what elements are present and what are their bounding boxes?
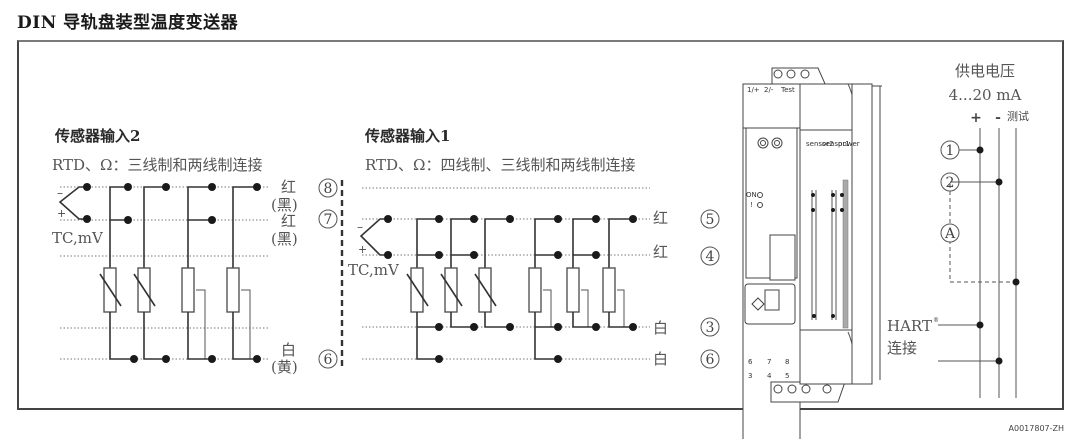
svg-text:6: 6 (706, 352, 715, 368)
hart-label: HART (887, 317, 932, 335)
terminal-label: 1/+ (747, 86, 760, 94)
rtd-2wire-sensor1 (474, 215, 514, 331)
terminal-3: 3 (700, 317, 720, 337)
ohm-3wire-sensor1 (566, 215, 600, 331)
sensor2-tc-label: TC,mV (52, 229, 104, 247)
svg-text:sensor2: sensor2 (806, 140, 834, 148)
svg-text:8: 8 (785, 358, 789, 366)
svg-text:8: 8 (324, 181, 333, 197)
wire-color-label: 白 (653, 319, 668, 337)
svg-text:4: 4 (706, 249, 715, 265)
minus-sign: - (995, 110, 1001, 126)
rtd-3wire-sensor1 (440, 215, 478, 331)
wire-color-label: 白 (281, 341, 296, 359)
plus-sign: + (970, 110, 982, 126)
svg-text:7: 7 (324, 212, 333, 228)
wire-color-label: 红 (281, 212, 296, 230)
sensor2-heading: 传感器输入2 (54, 127, 140, 145)
svg-text:4: 4 (767, 372, 772, 380)
ohm-2wire-sensor2 (226, 183, 261, 363)
svg-text:7: 7 (767, 358, 771, 366)
svg-text:5: 5 (785, 372, 789, 380)
test-label: 测试 (1007, 110, 1029, 123)
sensor1-subtitle: RTD、Ω：四线制、三线制和两线制连接 (365, 156, 636, 174)
terminal-6b: 6 (700, 349, 720, 369)
terminal-7: 7 (318, 209, 338, 229)
hart-sub-label: 连接 (887, 339, 917, 357)
terminal-1: 1 (940, 140, 960, 160)
wire-color-sub: (黄) (271, 358, 298, 376)
svg-text:6: 6 (324, 352, 333, 368)
svg-text:3: 3 (748, 372, 752, 380)
svg-text:5: 5 (706, 212, 715, 228)
svg-text:2: 2 (946, 175, 955, 191)
led-label: ON (746, 191, 757, 199)
svg-text:–: – (57, 186, 63, 200)
wire-color-label: 红 (281, 178, 296, 196)
sensor1-heading: 传感器输入1 (364, 127, 450, 145)
svg-text:+: + (57, 207, 66, 220)
document-id: A0017807-ZH (1008, 424, 1064, 433)
svg-text:–: – (357, 220, 363, 234)
page-title: DIN 导轨盘装型温度变送器 (17, 13, 239, 33)
wire-color-label: 红 (653, 243, 668, 261)
wire-color-label: 红 (653, 209, 668, 227)
svg-text:6: 6 (748, 358, 753, 366)
diagram-frame (17, 40, 1064, 410)
led-label: ! (750, 201, 753, 209)
svg-text:®: ® (933, 317, 939, 324)
rtd-3wire-sensor2 (99, 183, 138, 363)
wire-color-label: 白 (653, 350, 668, 368)
sensor2-subtitle: RTD、Ω：三线制和两线制连接 (52, 156, 263, 174)
svg-text:A: A (944, 226, 956, 242)
svg-text:1: 1 (946, 143, 955, 159)
svg-text:3: 3 (706, 320, 715, 336)
transmitter-device: 1/+ 2/- Test ON ! 6 7 8 3 4 5 (742, 67, 882, 439)
wire-color-sub: (黑) (271, 196, 298, 214)
power-title: 供电电压 (955, 62, 1015, 80)
sensor1-tc-label: TC,mV (348, 261, 400, 279)
terminal-6: 6 (318, 349, 338, 369)
ohm-4wire-sensor1 (528, 215, 562, 363)
wire-color-sub: (黑) (271, 230, 298, 248)
thermocouple-symbol-1: – + (357, 215, 392, 259)
ammeter-symbol: A (940, 223, 960, 243)
terminal-4: 4 (700, 246, 720, 266)
terminal-label: Test (780, 86, 795, 94)
power-range: 4...20 mA (949, 86, 1022, 104)
ohm-3wire-sensor2 (181, 183, 216, 363)
terminal-8: 8 (318, 178, 338, 198)
svg-text:sensor1: sensor1 (822, 140, 850, 148)
rtd-2wire-sensor2 (133, 183, 170, 363)
terminal-5: 5 (700, 209, 720, 229)
terminal-label: 2/- (764, 86, 774, 94)
svg-text:+: + (358, 243, 367, 256)
svg-text:power: power (838, 140, 860, 148)
rtd-4wire-sensor1 (406, 215, 443, 363)
ohm-2wire-sensor1 (602, 215, 637, 331)
thermocouple-symbol-2: – + (57, 183, 91, 223)
